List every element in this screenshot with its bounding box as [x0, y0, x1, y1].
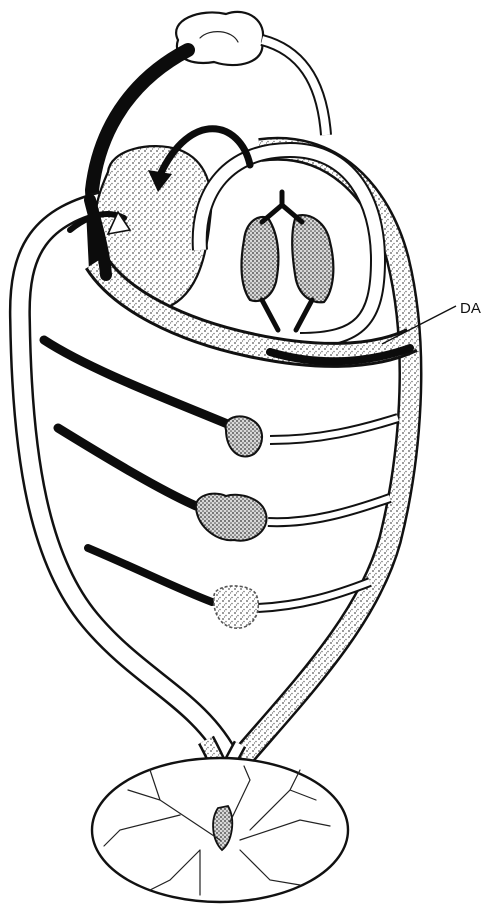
- pulmonary-loop: [200, 150, 378, 340]
- organ-branch-3: [88, 548, 370, 628]
- placenta: [92, 758, 348, 902]
- organ-branch-2: [58, 428, 390, 541]
- lungs: [242, 192, 334, 330]
- head-return-vessel: [262, 40, 326, 135]
- da-label: DA: [460, 300, 481, 317]
